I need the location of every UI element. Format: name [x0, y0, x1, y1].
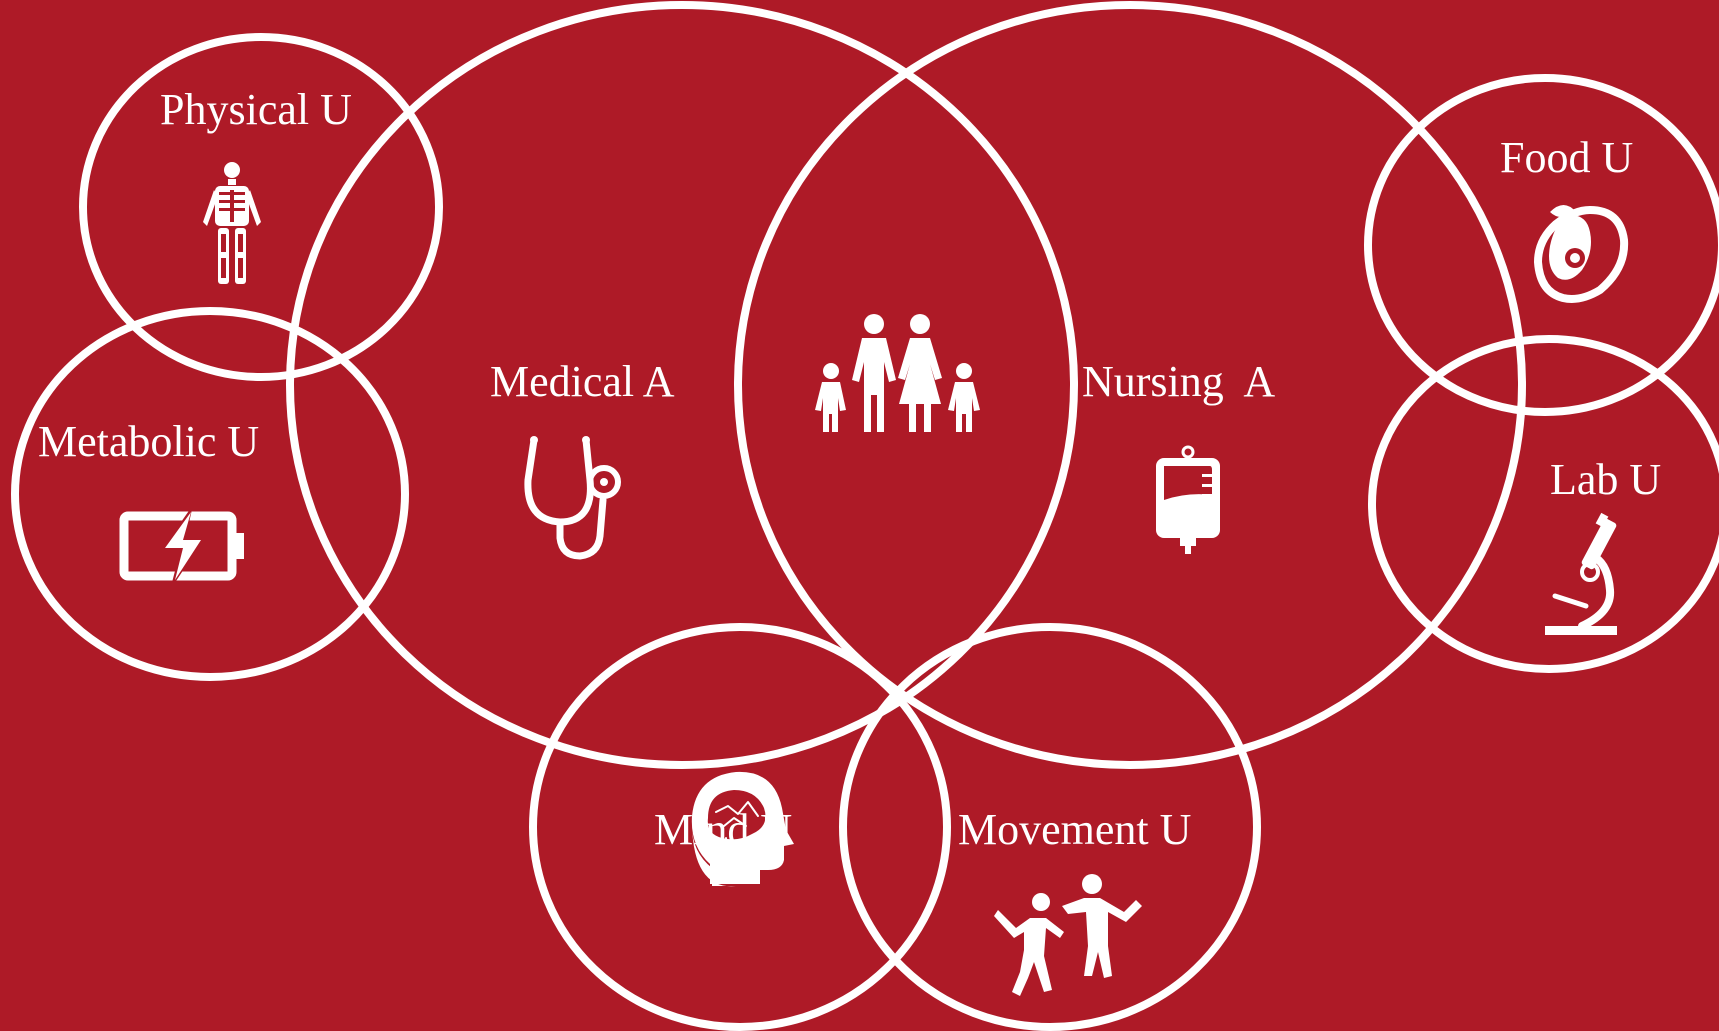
lab-label: Lab U: [1550, 455, 1662, 504]
avocado-icon: [1534, 205, 1629, 303]
battery-charging-icon: [119, 505, 244, 590]
metabolic-circle: [11, 307, 409, 681]
dancing-people-icon: [994, 874, 1142, 996]
physical-circle: [79, 33, 443, 381]
movement-label: Movement U: [958, 805, 1192, 854]
nursing-circle: [734, 1, 1526, 769]
microscope-icon: [1545, 512, 1617, 635]
family-icon: [815, 314, 980, 432]
food-circle: [1364, 74, 1719, 416]
nursing-label: Nursing A: [1082, 357, 1276, 406]
food-label: Food U: [1500, 133, 1634, 182]
medical-circle: [286, 1, 1078, 769]
mind-circle: [529, 623, 951, 1031]
iv-bag-icon: [1156, 445, 1220, 554]
physical-label: Physical U: [160, 85, 352, 134]
metabolic-label: Metabolic U: [38, 417, 260, 466]
medical-label: Medical A: [490, 357, 675, 406]
movement-circle: [839, 623, 1261, 1031]
stethoscope-icon: [524, 436, 621, 560]
mind-label: Mind U: [654, 805, 793, 854]
skeleton-icon: [203, 162, 261, 284]
lab-circle: [1368, 335, 1719, 673]
brain-head-icon: [691, 771, 794, 887]
